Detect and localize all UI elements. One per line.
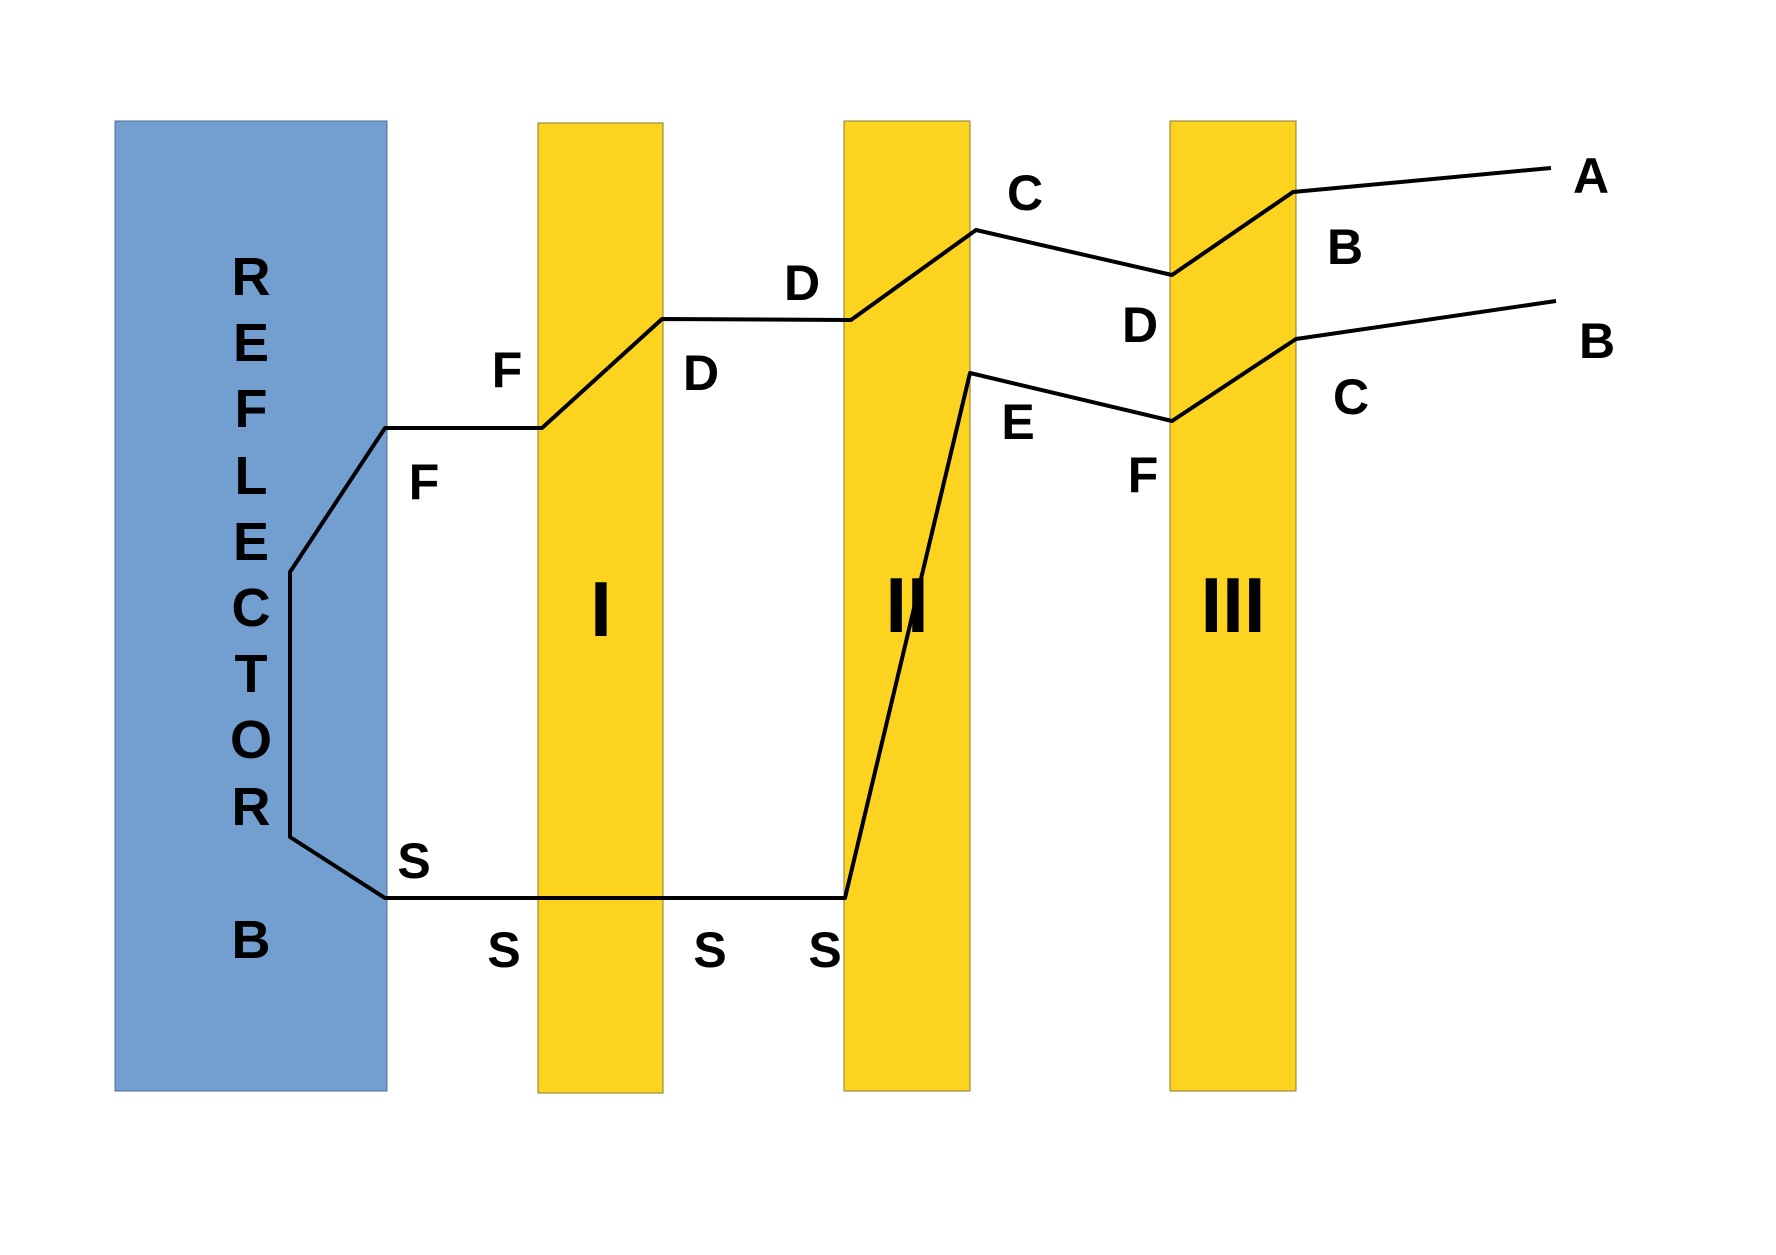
pin-label: E [1001, 394, 1034, 450]
reflector-letter: R [232, 247, 271, 307]
reflector-id: B [232, 910, 271, 970]
reflector-letter: R [232, 777, 271, 837]
pin-label: S [397, 833, 430, 889]
reflector-letter: C [232, 578, 271, 638]
pin-label: S [487, 922, 520, 978]
reflector-block [114, 120, 388, 1092]
reflector-letter: T [235, 644, 268, 704]
pin-label: C [1333, 369, 1369, 425]
pin-label: C [1007, 165, 1043, 221]
pin-label: S [693, 922, 726, 978]
reflector-letter: L [235, 446, 268, 506]
pin-label: B [1327, 219, 1363, 275]
reflector-letter: E [233, 313, 269, 373]
reflector-letter: F [235, 379, 268, 439]
reflector-label: R E F L E C T O R B [230, 247, 272, 970]
reflector-letter: O [230, 710, 272, 770]
input-label-upper: A [1573, 148, 1609, 204]
pin-label: S [808, 922, 841, 978]
reflector-letter: E [233, 512, 269, 572]
pin-label: F [1128, 447, 1159, 503]
rotor-three-label: III [1200, 561, 1265, 649]
pin-label: D [1122, 297, 1158, 353]
pin-label: D [683, 345, 719, 401]
rotor-one-label: I [590, 565, 612, 653]
rotor-two-block [843, 120, 971, 1092]
pin-label: F [409, 454, 440, 510]
pin-label: F [492, 342, 523, 398]
rotor-one-block [537, 122, 664, 1094]
pin-label: D [784, 255, 820, 311]
rotor-three-block [1169, 120, 1297, 1092]
signal-path-upper [288, 166, 1557, 900]
input-label-lower: B [1579, 313, 1615, 369]
